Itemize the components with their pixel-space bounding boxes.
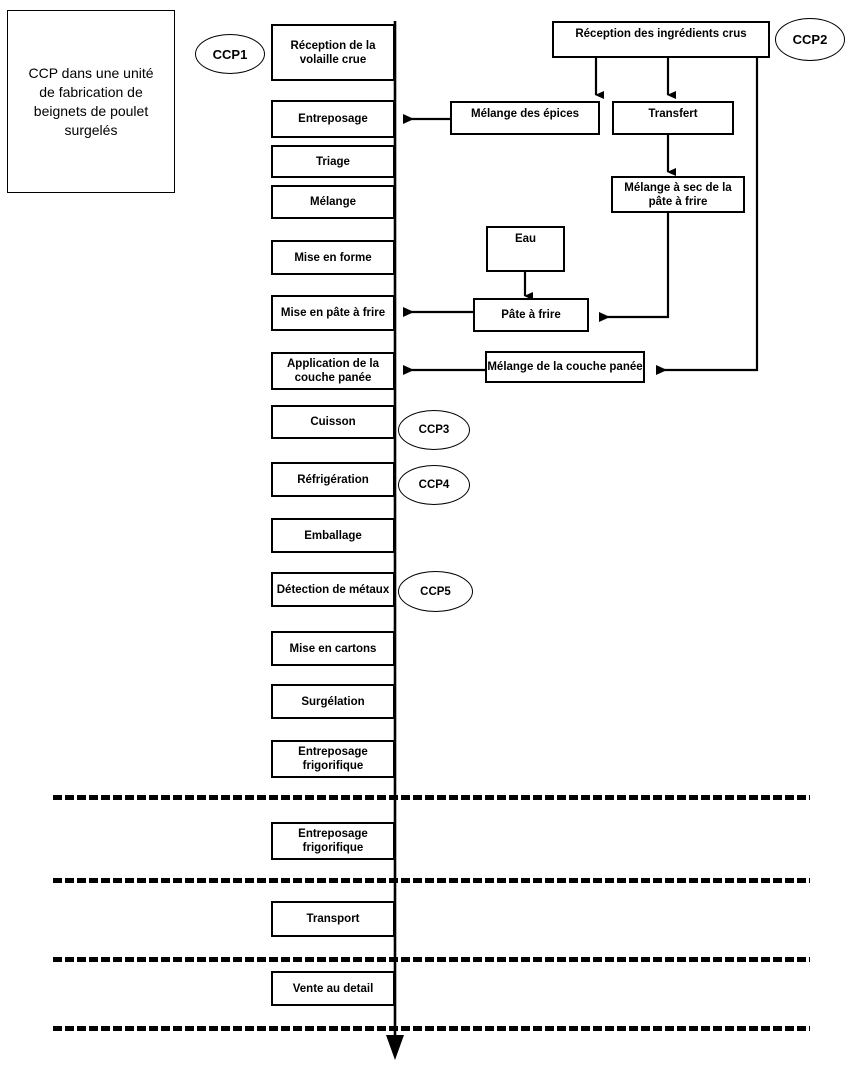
node-mise-en-forme[interactable]: Mise en forme [271,240,395,275]
node-label: Transfert [648,108,698,120]
node-entreposage-frigorifique-2[interactable]: Entreposage frigorifique [271,822,395,860]
node-label: Réfrigération [297,473,369,486]
separator-line-4 [53,1026,810,1031]
node-label: Triage [316,155,350,168]
node-label: Réception des ingrédients crus [575,28,747,40]
node-label: Mise en pâte à frire [280,307,386,319]
ccp-marker-ccp4[interactable]: CCP4 [398,465,470,505]
separator-line-2 [53,878,810,883]
ccp-marker-ccp1[interactable]: CCP1 [195,34,265,74]
node-label: Entreposage [298,113,368,125]
ccp-marker-ccp3[interactable]: CCP3 [398,410,470,450]
node-label: Surgélation [301,695,365,708]
ccp-label: CCP4 [418,479,450,491]
main-spine-arrowhead [386,1035,404,1060]
separator-line-1 [53,795,810,800]
node-reception-volaille[interactable]: Réception de la volaille crue [271,24,395,81]
edge-melangesec-to-pate [599,212,670,322]
ccp-marker-ccp2[interactable]: CCP2 [775,18,845,61]
node-emballage[interactable]: Emballage [271,518,395,553]
node-transport[interactable]: Transport [271,901,395,937]
ccp-marker-ccp5[interactable]: CCP5 [398,571,473,612]
separator-line-3 [53,957,810,962]
node-label: Pâte à frire [501,309,561,321]
node-refrigeration[interactable]: Réfrigération [271,462,395,497]
node-surgelation[interactable]: Surgélation [271,684,395,719]
ccp-label: CCP1 [212,46,248,62]
node-melange-sec-pate[interactable]: Mélange à sec de la pâte à frire [611,176,745,213]
node-mise-en-cartons[interactable]: Mise en cartons [271,631,395,666]
node-label: Mélange [309,196,356,208]
node-label: Emballage [304,529,362,542]
node-label: Cuisson [310,416,356,428]
ccp-label: CCP3 [418,424,450,436]
node-melange-epices[interactable]: Mélange des épices [450,101,600,135]
diagram-title-text: CCP dans une unité de fabrication de bei… [28,64,154,138]
node-label: Vente au detail [292,982,374,995]
node-entreposage-frigorifique-1[interactable]: Entreposage frigorifique [271,740,395,778]
node-label: Détection de métaux [276,583,390,596]
edge-ingredients-to-couche-panee [656,58,759,375]
node-label: Mélange des épices [470,108,580,120]
node-melange[interactable]: Mélange [271,185,395,219]
node-entreposage[interactable]: Entreposage [271,100,395,138]
node-transfert[interactable]: Transfert [612,101,734,135]
node-label: Transport [306,913,360,925]
node-label: Entreposage frigorifique [298,828,368,854]
ccp-label: CCP5 [420,585,451,598]
node-detection-metaux[interactable]: Détection de métaux [271,572,395,607]
node-triage[interactable]: Triage [271,145,395,178]
node-label: Mise en forme [294,251,372,264]
node-eau[interactable]: Eau [486,226,565,272]
node-cuisson[interactable]: Cuisson [271,405,395,439]
node-vente-au-detail[interactable]: Vente au detail [271,971,395,1006]
node-mise-en-pate-a-frire[interactable]: Mise en pâte à frire [271,295,395,331]
ccp-label: CCP2 [792,32,828,47]
diagram-title-box: CCP dans une unité de fabrication de bei… [7,10,175,193]
node-label: Réception de la volaille crue [290,39,376,66]
node-melange-couche-panee[interactable]: Mélange de la couche panée [485,351,645,383]
node-label: Application de la couche panée [286,358,379,384]
node-label: Mélange de la couche panée [487,361,643,373]
node-label: Eau [514,233,537,245]
node-reception-ingredients[interactable]: Réception des ingrédients crus [552,21,770,58]
node-pate-a-frire[interactable]: Pâte à frire [473,298,589,332]
node-label: Entreposage frigorifique [298,746,368,772]
node-label: Mélange à sec de la pâte à frire [624,181,732,208]
node-application-couche-panee[interactable]: Application de la couche panée [271,352,395,390]
node-label: Mise en cartons [289,642,377,655]
